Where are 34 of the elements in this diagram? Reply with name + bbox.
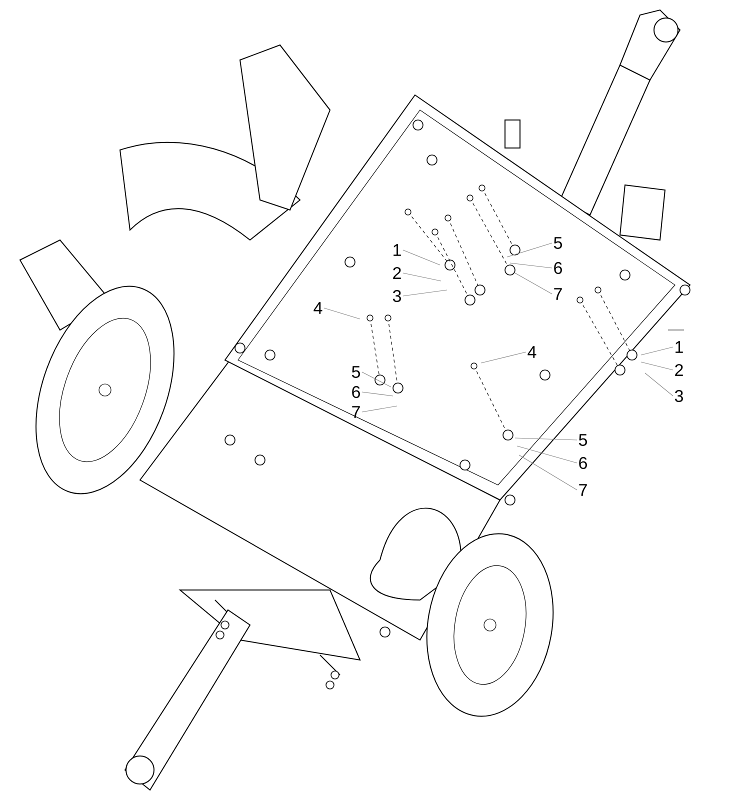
callout-number: 1 xyxy=(676,341,683,353)
leader-line xyxy=(516,446,578,464)
leader-line xyxy=(640,346,674,356)
callout-number: 2 xyxy=(393,267,401,279)
callout-number: 5 xyxy=(578,434,587,446)
callout-number: 7 xyxy=(554,288,562,300)
leader-line xyxy=(402,272,442,282)
leader-line xyxy=(402,250,440,266)
callout-number: 3 xyxy=(392,290,401,302)
callout-number: 7 xyxy=(352,406,360,418)
callout-number: 6 xyxy=(579,456,587,470)
callout-number: 7 xyxy=(579,484,587,496)
callout-number: 6 xyxy=(554,262,562,274)
leader-line xyxy=(514,438,578,440)
callout-number: 3 xyxy=(674,390,683,402)
leader-line xyxy=(362,372,392,388)
callout-number: 1 xyxy=(394,244,401,256)
leader-line xyxy=(480,352,526,364)
callout-number: 2 xyxy=(675,364,683,376)
callout-number: 4 xyxy=(528,346,536,358)
leader-line xyxy=(324,308,360,320)
leader-line xyxy=(640,362,674,370)
callout-number: 5 xyxy=(554,237,562,249)
leader-line xyxy=(506,242,552,258)
leader-line xyxy=(518,454,578,490)
leader-line xyxy=(510,262,552,268)
leader-line xyxy=(644,372,674,396)
leader-line xyxy=(362,406,398,412)
leader-line xyxy=(514,272,552,294)
callout-number: 6 xyxy=(352,386,360,398)
callout-number: 5 xyxy=(352,366,360,378)
leader-line xyxy=(362,392,394,396)
callout-number: 4 xyxy=(314,302,322,314)
leader-line xyxy=(402,290,448,296)
